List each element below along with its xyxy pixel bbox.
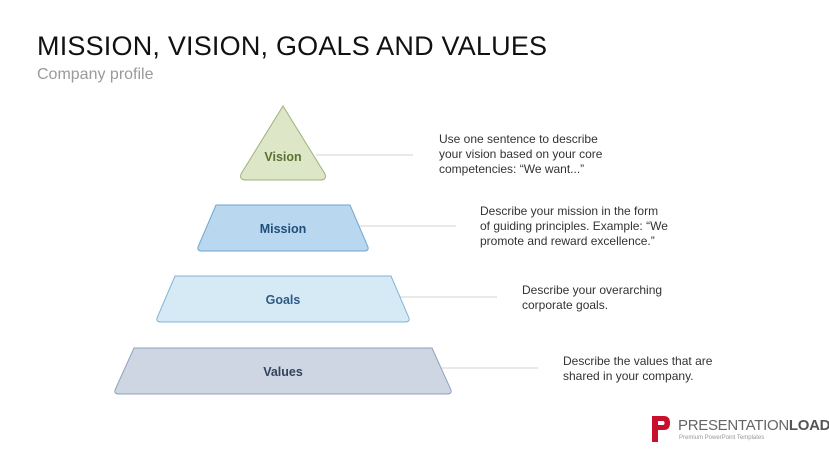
goals-description: Describe your overarching corporate goal… xyxy=(522,283,662,313)
description-line: your vision based on your core xyxy=(439,147,603,161)
values-description: Describe the values that are shared in y… xyxy=(563,354,712,384)
description-line: Describe your overarching xyxy=(522,283,663,297)
mission-description: Describe your mission in the form of gui… xyxy=(480,204,668,249)
pyramid-goals-label: Goals xyxy=(266,293,301,307)
pyramid-mission-label: Mission xyxy=(260,222,307,236)
presentationload-p-icon xyxy=(652,416,670,442)
pyramid-values-shape xyxy=(114,347,452,395)
pyramid-goals-shape xyxy=(156,275,410,323)
page-title: MISSION, VISION, GOALS AND VALUES xyxy=(37,31,548,61)
description-line: Describe your mission in the form xyxy=(480,204,659,218)
logo-tagline: Premium PowerPoint Templates xyxy=(679,435,765,441)
pyramid-vision-shape xyxy=(240,105,326,181)
description-line: competencies: “We want...” xyxy=(439,162,585,176)
pyramid-values-label: Values xyxy=(263,365,303,379)
page-subtitle: Company profile xyxy=(37,66,154,83)
logo-wordmark: PRESENTATIONLOAD® xyxy=(678,417,829,434)
presentationload-logo: PRESENTATIONLOAD® Premium PowerPoint Tem… xyxy=(651,415,829,445)
description-line: shared in your company. xyxy=(563,369,694,383)
description-line: promote and reward excellence.” xyxy=(480,234,655,248)
description-line: Describe the values that are xyxy=(563,354,713,368)
pyramid-mission-shape xyxy=(197,204,369,252)
description-line: corporate goals. xyxy=(522,298,609,312)
pyramid-vision-label: Vision xyxy=(264,150,301,164)
vision-description: Use one sentence to describe your vision… xyxy=(439,132,602,177)
logo-name-bold: LOAD xyxy=(788,417,829,434)
description-line: Use one sentence to describe xyxy=(439,132,598,146)
logo-name-light: PRESENTATION xyxy=(678,417,789,434)
description-line: of guiding principles. Example: “We xyxy=(480,219,668,233)
